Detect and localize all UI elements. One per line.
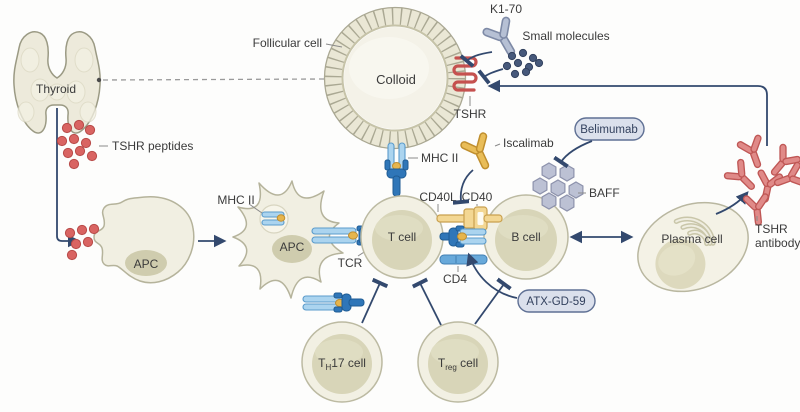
th17-cell: TH17 cell <box>301 321 383 403</box>
belimumab-inhibits-baff <box>553 140 593 169</box>
baff-label: BAFF <box>589 186 620 200</box>
tshr-receptor-icon <box>452 56 478 92</box>
thyroid-to-apc-arrow <box>56 108 81 248</box>
mhc2-apc-label: MHC II <box>217 193 254 207</box>
apc1-body <box>93 196 195 284</box>
tshr-label: TSHR <box>454 107 487 121</box>
cd40l-label: CD40L <box>419 190 457 204</box>
tshr-antibody-label-line2: antibody <box>755 236 800 250</box>
follicular-cell-connector <box>325 43 343 48</box>
atx-gd-59-label: ATX-GD-59 <box>526 296 585 308</box>
tcr-label: TCR <box>338 256 363 270</box>
follicle-outline <box>323 6 467 150</box>
thyroid-label: Thyroid <box>36 82 76 96</box>
thyroid-follicle: Colloid <box>323 6 467 150</box>
mhc2-apc-connector <box>248 203 263 214</box>
b-cell: B cell <box>483 194 569 280</box>
apc-dendritic: APC <box>232 180 344 299</box>
treg-inhibits-bcell <box>474 277 512 325</box>
cd40-label: CD40 <box>462 190 493 204</box>
iscalimab-label: Iscalimab <box>503 136 554 150</box>
t-cell: T cell <box>360 195 444 279</box>
tshr-antibody-label-line1: TSHR <box>755 222 788 236</box>
thyroid-follicle-dashed-line <box>102 78 325 81</box>
plasma-cell: Plasma cell <box>637 201 749 293</box>
small-molecules-cluster <box>502 48 544 79</box>
mhc2-tcr-complex-tcell-bcell <box>439 225 487 248</box>
mhc2-follicle-label: MHC II <box>421 151 458 165</box>
th17-acts-on-tcell <box>361 277 389 324</box>
apc1-label: APC <box>134 257 159 271</box>
apc2-label: APC <box>280 240 305 254</box>
tshr-peptides-label: TSHR peptides <box>112 139 193 153</box>
mhc2-tcr-complex-floating <box>302 292 365 313</box>
iscalimab-inhibits-cd40 <box>452 169 474 205</box>
b-cell-label: B cell <box>511 230 540 244</box>
apc-macrophage: APC <box>93 196 195 284</box>
dashed-line-origin-dot <box>96 77 102 83</box>
apc2-nucleus <box>272 235 312 263</box>
mhc2-in-vesicle-icon <box>261 211 286 226</box>
tshr-antibody-stimulates-tshr <box>487 79 768 146</box>
thyroid-gland: Thyroid <box>13 31 101 134</box>
plasma-cell-label: Plasma cell <box>661 232 722 246</box>
small-molecules-inhibit-tshr <box>477 68 504 85</box>
th17-cell-label: TH17 cell <box>318 356 366 372</box>
cd40l-cd40-receptor-pair <box>436 206 503 231</box>
atx-gd-59-pill: ATX-GD-59 <box>517 289 596 313</box>
treg-cell-label: Treg cell <box>438 356 478 372</box>
plasmacell-secretes-antibody-arrow <box>715 191 749 215</box>
endoplasmic-reticulum-icon <box>673 216 716 247</box>
apc1-nucleus <box>125 250 167 276</box>
iscalimab-connector <box>494 143 501 147</box>
colloid-highlight <box>349 37 429 99</box>
belimumab-label: Belimumab <box>580 124 638 136</box>
k1-70-antibody-icon <box>479 13 528 64</box>
engulfed-peptides-cluster <box>64 223 100 261</box>
t-cell-label: T cell <box>388 230 416 244</box>
small-molecules-label: Small molecules <box>522 29 609 43</box>
mhc2-tcr-complex-follicle-tcell <box>384 142 409 197</box>
belimumab-pill: Belimumab <box>574 117 645 141</box>
tshr-peptides-cluster <box>56 119 98 170</box>
iscalimab-antibody-icon <box>457 129 502 176</box>
follicular-cell-label: Follicular cell <box>253 36 322 50</box>
cd4-receptor-icon <box>439 254 488 265</box>
cd4-label: CD4 <box>443 272 467 286</box>
k1-70-inhibits-tshr <box>459 51 493 68</box>
atx-gd-59-targets-peptide <box>466 252 518 299</box>
k1-70-label: K1-70 <box>490 2 522 16</box>
treg-inhibits-tcell <box>411 277 442 326</box>
treg-cell: Treg cell <box>417 321 499 403</box>
thyroid-lobules <box>17 47 97 123</box>
follicular-cell-borders <box>324 7 466 149</box>
colloid-label: Colloid <box>376 72 416 87</box>
